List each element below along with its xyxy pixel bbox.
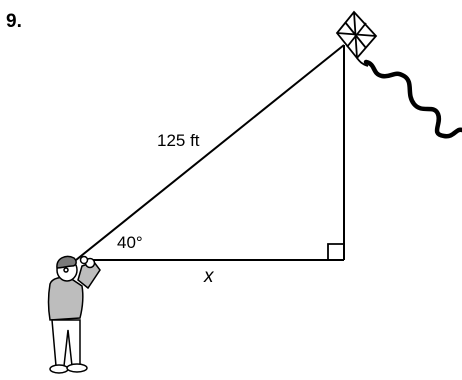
right-triangle bbox=[75, 44, 345, 261]
base-label-x: x bbox=[203, 266, 215, 287]
kite-icon bbox=[335, 10, 378, 67]
kite-string-hypotenuse bbox=[75, 44, 345, 261]
person-flying-kite-icon bbox=[47, 255, 101, 374]
right-angle-marker-icon bbox=[327, 243, 344, 260]
hypotenuse-label: 125 ft bbox=[157, 131, 200, 150]
kite-tail-icon bbox=[363, 59, 462, 139]
problem-number: 9. bbox=[6, 11, 22, 32]
angle-label: 40° bbox=[117, 233, 143, 252]
